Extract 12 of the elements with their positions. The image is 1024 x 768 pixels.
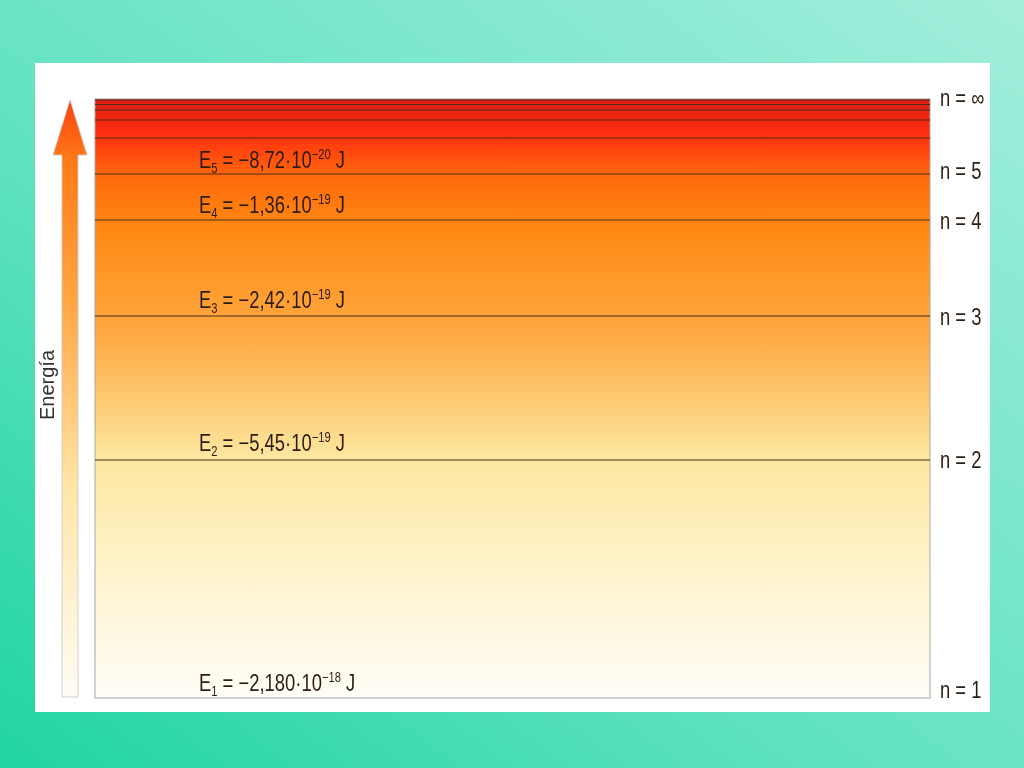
energy-value-label: E$_{3}$ = −2,42·10$^{−19}$ J <box>199 288 345 312</box>
axis-label: Energía <box>37 349 57 421</box>
quantum-number-label: n = 4 <box>940 209 982 233</box>
quantum-number-label: n = ∞ <box>940 86 985 110</box>
quantum-number-label: n = 2 <box>940 448 982 472</box>
energy-value-label: E$_{5}$ = −8,72·10$^{−20}$ J <box>199 148 345 172</box>
energy-value-label: E$_{4}$ = −1,36·10$^{−19}$ J <box>199 193 345 217</box>
quantum-number-label: n = 3 <box>940 305 982 329</box>
energy-value-label: E$_{1}$ = −2,180·10$^{−18}$ J <box>199 671 356 695</box>
quantum-number-label: n = 1 <box>940 678 982 702</box>
quantum-number-label: n = 5 <box>940 159 982 183</box>
energy-value-label: E$_{2}$ = −5,45·10$^{−19}$ J <box>199 431 345 455</box>
